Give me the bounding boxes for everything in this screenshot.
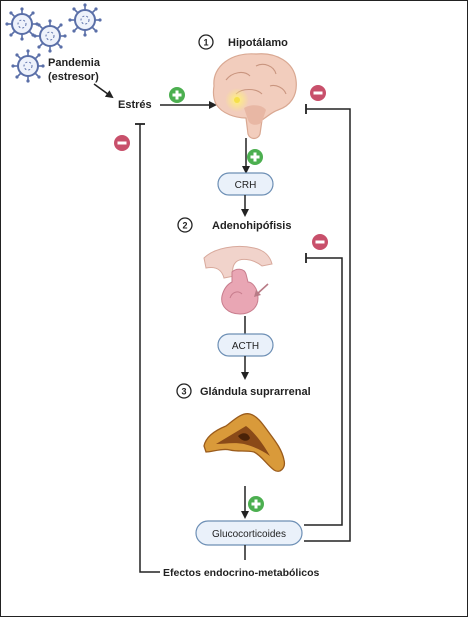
- step-2-label: Adenohipófisis: [212, 220, 291, 232]
- adrenal-gland-icon: [203, 413, 286, 472]
- virus-icon: [5, 7, 39, 41]
- feedback-line-to-hypothalamus: [304, 108, 351, 542]
- step-2-badge: 2: [177, 217, 193, 233]
- stressor-label-line2: (estresor): [48, 71, 99, 83]
- minus-sign-icon: [310, 85, 326, 101]
- minus-sign-icon: [312, 234, 328, 250]
- step-3-number: 3: [181, 387, 186, 397]
- pituitary-pointer: [256, 283, 269, 295]
- stressor-label-line1: Pandemia: [48, 57, 101, 69]
- crh-hormone: CRH: [217, 172, 274, 196]
- plus-sign-icon: [247, 149, 263, 165]
- step-3-label: Glándula suprarrenal: [200, 386, 311, 398]
- plus-sign-icon: [248, 496, 264, 512]
- virus-icon: [68, 3, 102, 37]
- crh-label: CRH: [235, 180, 257, 191]
- stress-label: Estrés: [118, 99, 152, 111]
- acth-label: ACTH: [232, 341, 259, 352]
- acth-hormone: ACTH: [217, 333, 274, 357]
- stressor-to-stress-arrow: [93, 83, 114, 99]
- feedback-line-to-pituitary: [304, 257, 343, 526]
- step-1-badge: 1: [198, 34, 214, 50]
- step-2-number: 2: [182, 221, 187, 231]
- plus-sign-icon: [169, 87, 185, 103]
- minus-sign-icon: [114, 135, 130, 151]
- brain-icon: [212, 53, 297, 140]
- step-1-label: Hipotálamo: [228, 37, 288, 49]
- feedback-line-to-stress: [139, 124, 160, 573]
- virus-icon: [11, 49, 45, 83]
- effects-label: Efectos endocrino-metabólicos: [163, 567, 320, 579]
- glucocorticoids-label: Glucocorticoides: [212, 529, 286, 540]
- virus-icon: [33, 19, 67, 53]
- step-1-number: 1: [203, 38, 208, 48]
- glucocorticoids-hormone: Glucocorticoides: [195, 520, 303, 546]
- step-3-badge: 3: [176, 383, 192, 399]
- pituitary-icon: [203, 245, 273, 315]
